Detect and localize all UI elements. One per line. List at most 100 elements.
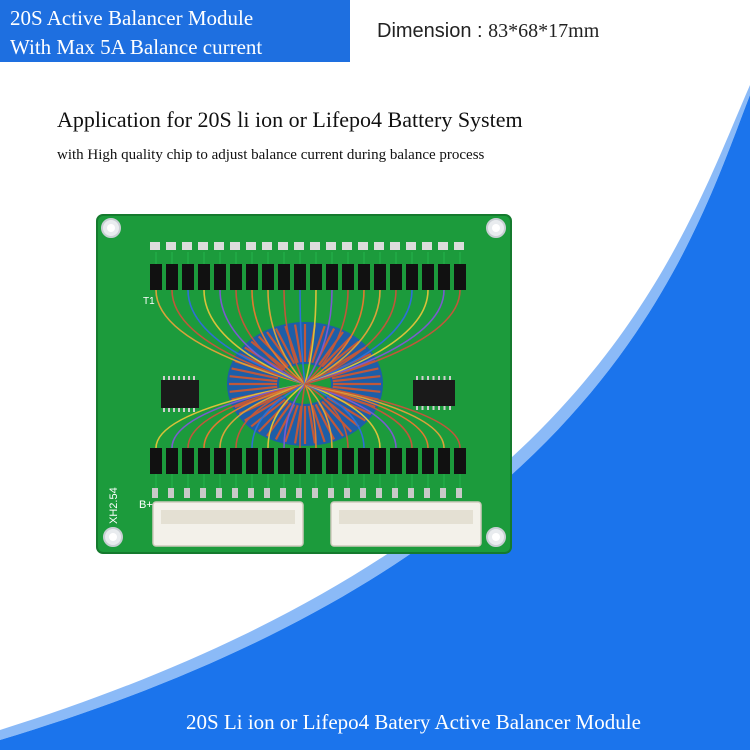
- resistor: [358, 242, 368, 250]
- transformer-wire: [304, 383, 429, 449]
- copper-winding: [284, 404, 299, 443]
- mosfet-bottom: [246, 448, 258, 474]
- copper-winding: [231, 367, 279, 380]
- resistor: [422, 242, 432, 250]
- transformer-wire: [219, 289, 306, 385]
- transformer-wire: [304, 289, 317, 385]
- application-title: Application for 20S li ion or Lifepo4 Ba…: [57, 107, 523, 132]
- mosfet-bottom: [166, 448, 178, 474]
- mosfet-bottom: [310, 448, 322, 474]
- transformer-wire: [251, 289, 306, 385]
- header-pin: [152, 488, 158, 498]
- copper-winding: [250, 398, 286, 428]
- transformer-wire: [267, 289, 306, 385]
- transformer-wire: [304, 289, 397, 385]
- header-pin: [200, 488, 206, 498]
- transformer-wire: [304, 289, 413, 385]
- transformer-wire: [304, 289, 365, 385]
- transformer-wire: [235, 383, 306, 449]
- transformer-wire: [304, 289, 349, 385]
- resistor: [390, 242, 400, 250]
- transformer-wire: [283, 289, 306, 385]
- connector-label: XH2.54: [108, 487, 120, 524]
- control-ic-right: [413, 376, 455, 410]
- header-pin: [312, 488, 318, 498]
- mosfet-bottom: [214, 448, 226, 474]
- mosfet-top: [262, 264, 274, 290]
- copper-winding: [324, 398, 360, 428]
- resistor: [454, 242, 464, 250]
- header-pin: [424, 488, 430, 498]
- transformer-wire: [219, 383, 306, 449]
- mosfet-top: [326, 264, 338, 290]
- mosfet-bottom: [342, 448, 354, 474]
- transformer-wire: [251, 383, 306, 449]
- mosfet-top: [342, 264, 354, 290]
- control-ic-left: [161, 376, 199, 412]
- copper-winding: [229, 385, 278, 393]
- resistor: [374, 242, 384, 250]
- transformer-wire: [304, 289, 445, 385]
- transformer-wire: [304, 289, 381, 385]
- copper-winding: [274, 328, 296, 365]
- mosfet-top: [198, 264, 210, 290]
- header-pin: [360, 488, 366, 498]
- transformer-wire: [235, 289, 306, 385]
- mosfet-top: [150, 264, 162, 290]
- resistor: [406, 242, 416, 250]
- transformer-label: T1: [143, 296, 155, 307]
- mosfet-bottom: [422, 448, 434, 474]
- header-pin: [328, 488, 334, 498]
- copper-winding: [229, 375, 278, 383]
- transformer-wire: [155, 383, 306, 449]
- copper-winding: [332, 375, 381, 383]
- transformer-wire: [304, 289, 333, 385]
- resistor: [438, 242, 448, 250]
- transformer-wire: [304, 383, 317, 449]
- copper-winding: [332, 385, 381, 393]
- mosfet-top: [374, 264, 386, 290]
- mounting-holes: [101, 218, 506, 547]
- mosfet-bottom: [438, 448, 450, 474]
- dimension-label: Dimension :: [377, 20, 489, 42]
- transformer-wire: [304, 383, 461, 449]
- transformer-wire: [267, 383, 306, 449]
- mosfet-bottom: [262, 448, 274, 474]
- resistor: [214, 242, 224, 250]
- balance-connector-right: [330, 501, 482, 547]
- resistor: [326, 242, 336, 250]
- resistor: [230, 242, 240, 250]
- balance-connector-left: [152, 501, 304, 547]
- pcb-board-image: XH2.54 B+ T1: [95, 212, 515, 557]
- copper-winding: [324, 340, 360, 370]
- copper-winding: [293, 324, 303, 363]
- transformer-wire: [304, 289, 429, 385]
- mosfet-top: [166, 264, 178, 290]
- mosfet-top: [278, 264, 290, 290]
- mosfet-top: [182, 264, 194, 290]
- resistor: [342, 242, 352, 250]
- mosfet-top: [214, 264, 226, 290]
- mosfet-top: [358, 264, 370, 290]
- transformer-wire: [304, 289, 461, 385]
- mosfet-top: [406, 264, 418, 290]
- header-pin: [264, 488, 270, 498]
- header-pin: [440, 488, 446, 498]
- mosfet-top: [230, 264, 242, 290]
- mosfet-top: [454, 264, 466, 290]
- mosfet-top: [422, 264, 434, 290]
- mosfet-bottom: [454, 448, 466, 474]
- dimension-value: 83*68*17mm: [488, 20, 600, 42]
- application-subtitle: with High quality chip to adjust balance…: [57, 147, 485, 163]
- header-pin: [216, 488, 222, 498]
- transformer-wire: [299, 289, 306, 385]
- mosfet-top: [246, 264, 258, 290]
- header-pin: [456, 488, 462, 498]
- transformer-wire: [304, 383, 349, 449]
- transformer-wire: [187, 383, 306, 449]
- mosfet-bottom: [374, 448, 386, 474]
- toroid-transformer: [155, 289, 461, 449]
- mosfet-bottom: [278, 448, 290, 474]
- copper-winding: [321, 335, 353, 368]
